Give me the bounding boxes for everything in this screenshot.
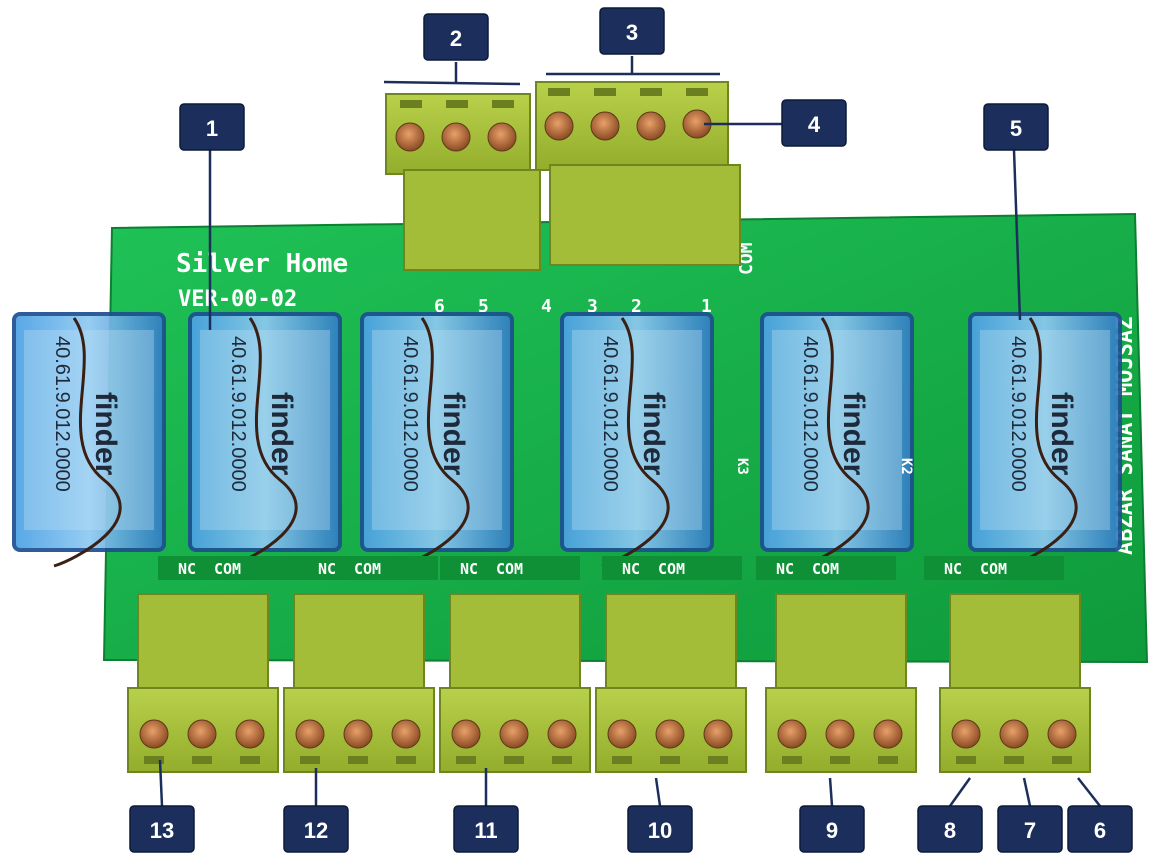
relay-brand-label: finder: [89, 392, 122, 476]
callout-badge: 4: [781, 99, 847, 147]
top-terminal-block-4pin: [535, 81, 741, 266]
callout-badge: 9: [799, 805, 865, 853]
com-label: COM: [658, 560, 685, 578]
nc-label: NC: [622, 560, 640, 578]
relay-code-label: 40.61.9.012.0000: [799, 336, 821, 492]
com-label: COM: [496, 560, 523, 578]
callout-number: 12: [304, 818, 328, 843]
relay-code-label: 40.61.9.012.0000: [1007, 336, 1029, 492]
nc-label: NC: [460, 560, 478, 578]
relay: finder 40.61.9.012.0000: [12, 312, 166, 568]
board-com-text: COM: [736, 242, 757, 275]
relay-retaining-wire: [229, 317, 298, 568]
relay: finder 40.61.9.012.0000: [760, 312, 914, 568]
relay-designator-k3: K3: [734, 458, 750, 475]
callout-number: 5: [1010, 116, 1022, 141]
relay-retaining-wire: [401, 317, 470, 568]
relay-contact-labels: NC COM NC COM NC COM NC COM NC COM NC COM K3 K2: [158, 458, 1064, 580]
callout-number: 4: [808, 112, 821, 137]
callout-badge: 10: [627, 805, 693, 853]
relays: finder 40.61.9.012.0000 finder 40.61.9.012.…: [12, 312, 1122, 568]
svg-text:6: 6: [434, 296, 445, 317]
bottom-terminal-block: [939, 593, 1091, 773]
relay-code-label: 40.61.9.012.0000: [227, 336, 249, 492]
relay-retaining-wire: [53, 317, 122, 568]
callout-number: 13: [150, 818, 174, 843]
relay: finder 40.61.9.012.0000: [968, 312, 1122, 568]
com-label: COM: [214, 560, 241, 578]
relay-retaining-wire: [601, 317, 670, 568]
top-pin-numbers: 6 5 4 3 2 1: [434, 296, 712, 317]
callout-number: 7: [1024, 818, 1036, 843]
callout-badge: 11: [453, 805, 519, 853]
relay: finder 40.61.9.012.0000: [560, 312, 714, 568]
svg-text:3: 3: [587, 296, 598, 317]
svg-text:1: 1: [701, 296, 712, 317]
nc-label: NC: [776, 560, 794, 578]
com-label: COM: [354, 560, 381, 578]
com-label: COM: [812, 560, 839, 578]
callout-number: 9: [826, 818, 838, 843]
callout-number: 11: [474, 818, 497, 843]
nc-label: NC: [178, 560, 196, 578]
bottom-terminal-block: [765, 593, 917, 773]
relay-brand-label: finder: [837, 392, 870, 476]
callout-badge: 2: [423, 13, 489, 61]
relay-retaining-wire: [1009, 317, 1078, 568]
callout-badge: 1: [179, 103, 245, 151]
com-label: COM: [980, 560, 1007, 578]
board-model-text: VER-00-02: [178, 287, 297, 312]
callout-badge: 7: [997, 805, 1063, 853]
relay: finder 40.61.9.012.0000: [360, 312, 514, 568]
bottom-terminal-block: [595, 593, 747, 773]
top-terminal-block-3pin: [385, 93, 541, 271]
callout-number: 3: [626, 20, 638, 45]
bottom-terminal-block: [439, 593, 591, 773]
bottom-terminal-blocks: [127, 593, 1091, 773]
relay: finder 40.61.9.012.0000: [188, 312, 342, 568]
callout-number: 1: [206, 116, 218, 141]
callout-badge: 13: [129, 805, 195, 853]
callout-badge: 12: [283, 805, 349, 853]
callout-badge: 6: [1067, 805, 1133, 853]
bottom-terminal-block: [127, 593, 279, 773]
relay-brand-label: finder: [265, 392, 298, 476]
svg-text:2: 2: [631, 296, 642, 317]
svg-text:4: 4: [541, 296, 552, 317]
callout-number: 10: [648, 818, 672, 843]
callout-badge: 3: [599, 7, 665, 55]
relay-brand-label: finder: [1045, 392, 1078, 476]
callout-number: 2: [450, 26, 462, 51]
nc-label: NC: [944, 560, 962, 578]
relay-brand-label: finder: [437, 392, 470, 476]
callout-number: 6: [1094, 818, 1106, 843]
callout-badge: 5: [983, 103, 1049, 151]
relay-designator-k2: K2: [898, 458, 914, 475]
callout-number: 8: [944, 818, 956, 843]
relay-brand-label: finder: [637, 392, 670, 476]
board-brand-text: Silver Home: [176, 249, 348, 279]
nc-label: NC: [318, 560, 336, 578]
relay-code-label: 40.61.9.012.0000: [599, 336, 621, 492]
callout-badge: 8: [917, 805, 983, 853]
relay-code-label: 40.61.9.012.0000: [51, 336, 73, 492]
relay-retaining-wire: [801, 317, 870, 568]
svg-text:5: 5: [478, 296, 489, 317]
callout-lines: [158, 56, 1101, 807]
bottom-terminal-block: [283, 593, 435, 773]
relay-code-label: 40.61.9.012.0000: [399, 336, 421, 492]
